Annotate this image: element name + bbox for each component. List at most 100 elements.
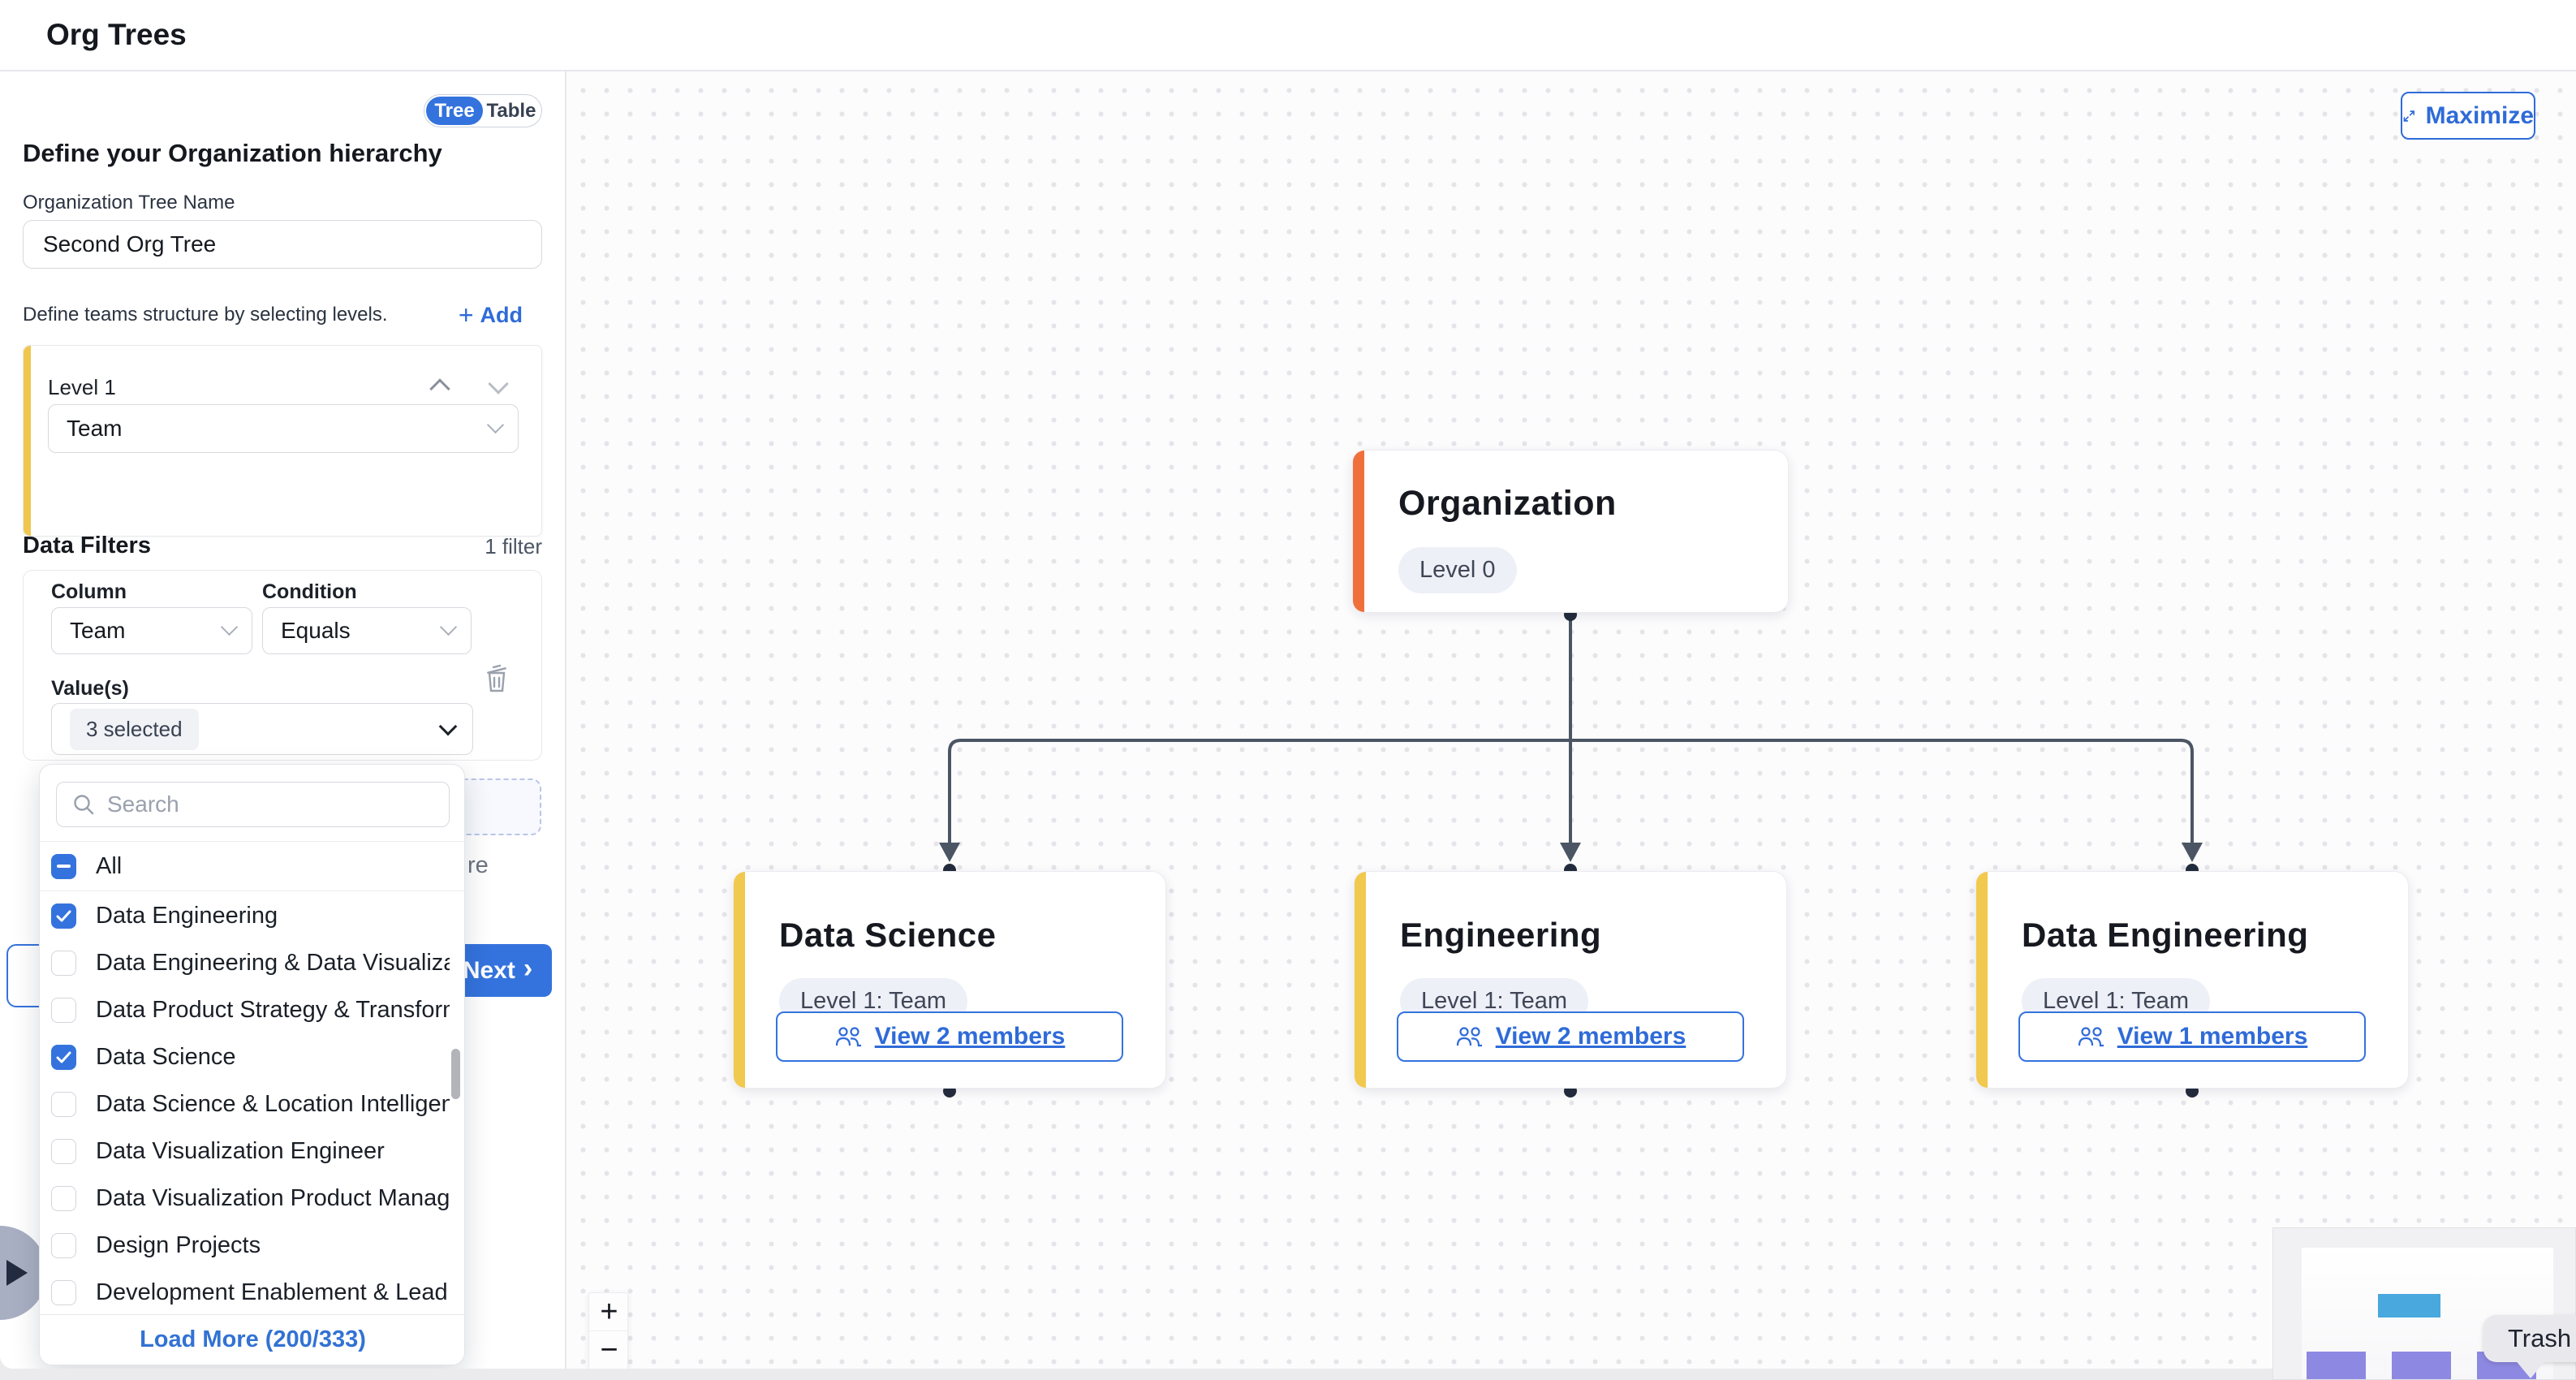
node-accent-bar (1355, 872, 1366, 1088)
levels-hint: Define teams structure by selecting leve… (23, 304, 388, 326)
option-label: Data Science & Location Intelligence (96, 1090, 450, 1117)
option-checkbox[interactable] (51, 950, 76, 976)
zoom-out-button[interactable]: − (589, 1331, 627, 1369)
list-item[interactable]: Data Engineering (40, 892, 450, 939)
tree-edges (939, 608, 2203, 1098)
node-title: Engineering (1400, 916, 1602, 954)
check-icon (56, 910, 71, 921)
view-members-label: View 1 members (2117, 1023, 2308, 1050)
node-level-badge: Level 0 (1398, 547, 1517, 593)
view-members-button[interactable]: View 2 members (1397, 1011, 1744, 1062)
dropdown-search[interactable] (56, 782, 450, 827)
select-all-label: All (96, 852, 123, 879)
node-title: Data Science (779, 916, 997, 954)
list-item[interactable]: Development Enablement & Lead Ge... (40, 1269, 450, 1316)
node-title: Data Engineering (2022, 916, 2309, 954)
list-item[interactable]: Data Visualization Engineer (40, 1128, 450, 1175)
option-checkbox[interactable] (51, 1279, 76, 1305)
tab-table[interactable]: Table (486, 99, 536, 122)
option-checkbox[interactable] (51, 1138, 76, 1164)
column-select[interactable]: Team (51, 607, 252, 654)
search-input[interactable] (107, 791, 434, 817)
option-checkbox[interactable] (51, 1185, 76, 1211)
option-label: Data Product Strategy & Transformat... (96, 996, 450, 1023)
search-icon (74, 795, 94, 815)
list-item[interactable]: Data Engineering & Data Visualization (40, 939, 450, 986)
org-node-child[interactable]: Data Science Level 1: Team View 2 member… (733, 871, 1166, 1089)
chevron-down-icon (438, 717, 458, 736)
values-label: Value(s) (51, 677, 129, 700)
select-all-checkbox[interactable] (51, 853, 76, 879)
level-type-select[interactable]: Team (48, 404, 519, 453)
maximize-label: Maximize (2425, 101, 2534, 129)
trash-tooltip: Trash (2483, 1315, 2576, 1362)
delete-filter-button[interactable] (483, 662, 510, 694)
select-all-row[interactable]: All (40, 841, 464, 891)
filter-card: Column Condition Team Equals (23, 570, 542, 761)
values-select[interactable]: 3 selected (51, 703, 473, 755)
add-level-button[interactable]: + Add (459, 300, 523, 330)
node-accent-bar (1353, 451, 1364, 612)
trash-tooltip-tail (2514, 1359, 2547, 1378)
option-label: Development Enablement & Lead Ge... (96, 1279, 450, 1305)
people-icon (2078, 1027, 2104, 1047)
option-checkbox[interactable] (51, 997, 76, 1023)
org-node-child[interactable]: Engineering Level 1: Team View 2 members (1354, 871, 1787, 1089)
trash-label: Trash (2508, 1324, 2572, 1352)
chevron-down-icon (486, 416, 505, 434)
minimap-child-node (2392, 1352, 2451, 1379)
move-up-icon[interactable] (429, 378, 450, 399)
view-members-button[interactable]: View 2 members (776, 1011, 1123, 1062)
load-more-link[interactable]: Load More (200/333) (140, 1326, 366, 1352)
minimap-child-node (2307, 1352, 2366, 1379)
plus-icon: + (458, 300, 474, 330)
option-label: Data Visualization Product Managem... (96, 1184, 450, 1211)
view-toggle: Tree Table (424, 94, 542, 127)
option-label: Data Visualization Engineer (96, 1137, 385, 1164)
org-node-child[interactable]: Data Engineering Level 1: Team View 1 me… (1975, 871, 2409, 1089)
chevron-right-icon: › (523, 953, 533, 984)
zoom-in-button[interactable]: + (589, 1293, 627, 1331)
column-label: Column (51, 580, 127, 603)
scrollbar-thumb[interactable] (451, 1049, 460, 1099)
chevron-down-icon (220, 618, 239, 636)
org-node-root[interactable]: Organization Level 0 (1352, 450, 1789, 613)
minimap-root-node (2378, 1294, 2440, 1317)
tree-name-input[interactable] (23, 220, 542, 269)
option-checkbox[interactable] (51, 1091, 76, 1117)
list-item[interactable]: Data Visualization Product Managem... (40, 1175, 450, 1222)
list-item[interactable]: Data Science (40, 1033, 450, 1080)
level-card: Level 1 Team (23, 345, 542, 537)
page-title: Org Trees (46, 18, 187, 51)
maximize-button[interactable]: Maximize (2401, 92, 2535, 140)
add-label: Add (480, 303, 523, 327)
filter-count-badge: 1 filter (485, 534, 542, 558)
option-label: Data Science (96, 1043, 236, 1070)
move-down-icon[interactable] (488, 373, 509, 395)
top-bar: Org Trees (0, 0, 2576, 71)
option-checkbox[interactable] (51, 1044, 76, 1070)
dropdown-footer: Load More (200/333) (40, 1314, 464, 1365)
selected-count-chip: 3 selected (70, 708, 199, 750)
option-label: Data Engineering (96, 902, 278, 929)
option-checkbox[interactable] (51, 1232, 76, 1258)
option-label: Data Engineering & Data Visualization (96, 949, 450, 976)
view-members-button[interactable]: View 1 members (2018, 1011, 2366, 1062)
condition-label: Condition (262, 580, 357, 603)
option-label: Design Projects (96, 1231, 261, 1258)
option-checkbox[interactable] (51, 903, 76, 929)
list-item[interactable]: Data Science & Location Intelligence (40, 1080, 450, 1128)
people-icon (835, 1027, 861, 1047)
list-item[interactable]: Design Projects (40, 1222, 450, 1269)
people-icon (1456, 1027, 1482, 1047)
list-item[interactable]: Data Product Strategy & Transformat... (40, 986, 450, 1033)
node-accent-bar (1976, 872, 1988, 1088)
org-chart-canvas[interactable]: Maximize Organization Level 0 Data Scien… (565, 71, 2576, 1369)
node-accent-bar (734, 872, 745, 1088)
tab-tree[interactable]: Tree (426, 97, 483, 125)
play-icon (6, 1260, 28, 1286)
condition-select[interactable]: Equals (262, 607, 472, 654)
